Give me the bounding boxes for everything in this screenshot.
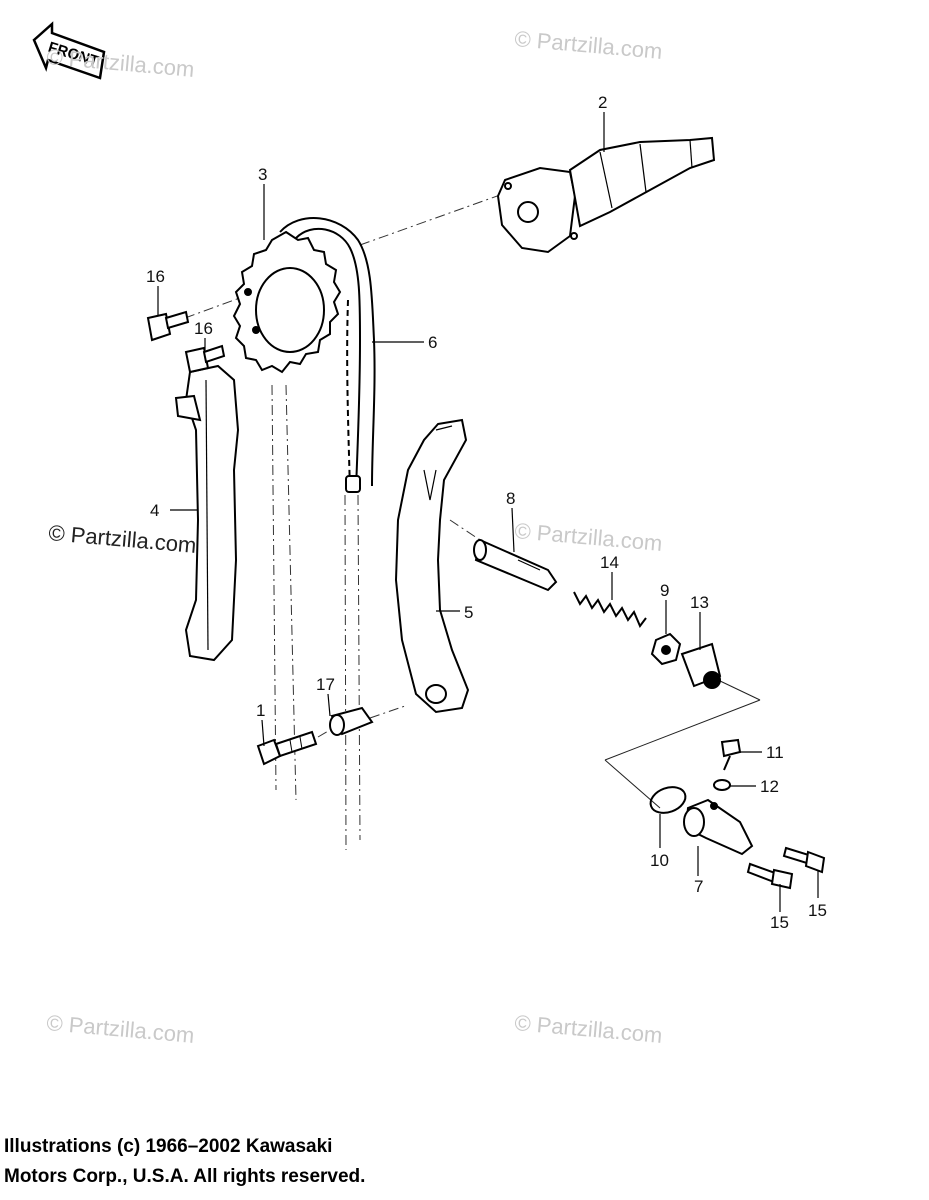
callout-8: 8 [506, 489, 515, 508]
tensioner-housing-part [683, 798, 754, 856]
camshaft-part [496, 136, 716, 254]
leader-lines [157, 112, 819, 912]
nut-part [650, 632, 682, 666]
copyright-line-1: Illustrations (c) 1966–2002 Kawasaki [4, 1136, 333, 1157]
watermark: © Partzilla.com [48, 520, 198, 558]
cam-sprocket-part [232, 230, 342, 374]
callout-9: 9 [660, 581, 669, 600]
o-ring-part [649, 786, 687, 814]
copyright-line-2: Motors Corp., U.S.A. All rights reserved… [4, 1166, 366, 1187]
bolt-1-part [256, 730, 318, 766]
callout-12: 12 [760, 777, 779, 796]
callout-16b: 16 [194, 319, 213, 338]
callout-2: 2 [598, 93, 607, 112]
callout-4: 4 [150, 501, 159, 520]
callout-14: 14 [600, 553, 619, 572]
collar-part [329, 706, 374, 736]
watermark: © Partzilla.com [514, 1010, 664, 1048]
watermark: © Partzilla.com [46, 44, 196, 82]
watermark: © Partzilla.com [46, 1010, 196, 1048]
cam-chain-part [279, 217, 376, 493]
pin-part [473, 538, 558, 592]
callout-7: 7 [694, 877, 703, 896]
callout-labels: 2 3 16 16 6 4 8 14 9 13 5 17 1 11 12 10 … [146, 93, 827, 932]
bolt-11-part [720, 738, 742, 771]
alignment-lines [184, 194, 501, 851]
callout-17: 17 [316, 675, 335, 694]
callout-13: 13 [690, 593, 709, 612]
callout-3: 3 [258, 165, 267, 184]
callout-10: 10 [650, 851, 669, 870]
bolt-16a-part [146, 310, 190, 342]
washer-part [713, 779, 731, 791]
tensioner-arm-part [394, 418, 470, 714]
callout-6: 6 [428, 333, 437, 352]
callout-15a: 15 [770, 913, 789, 932]
bolt-16b-part [184, 344, 226, 374]
bolt-15b-part [782, 846, 826, 874]
callout-15b: 15 [808, 901, 827, 920]
sleeve-part [680, 642, 722, 689]
spring-part [573, 591, 647, 628]
callout-5: 5 [464, 603, 473, 622]
chain-guide-part [174, 364, 240, 662]
watermark: © Partzilla.com [514, 26, 664, 64]
callout-11: 11 [766, 743, 784, 762]
bolt-15a-part [746, 862, 794, 890]
copyright-notice: Illustrations (c) 1966–2002 Kawasaki Mot… [4, 1132, 564, 1192]
callout-1: 1 [256, 701, 265, 720]
callout-16a: 16 [146, 267, 165, 286]
watermark: © Partzilla.com [514, 518, 664, 556]
